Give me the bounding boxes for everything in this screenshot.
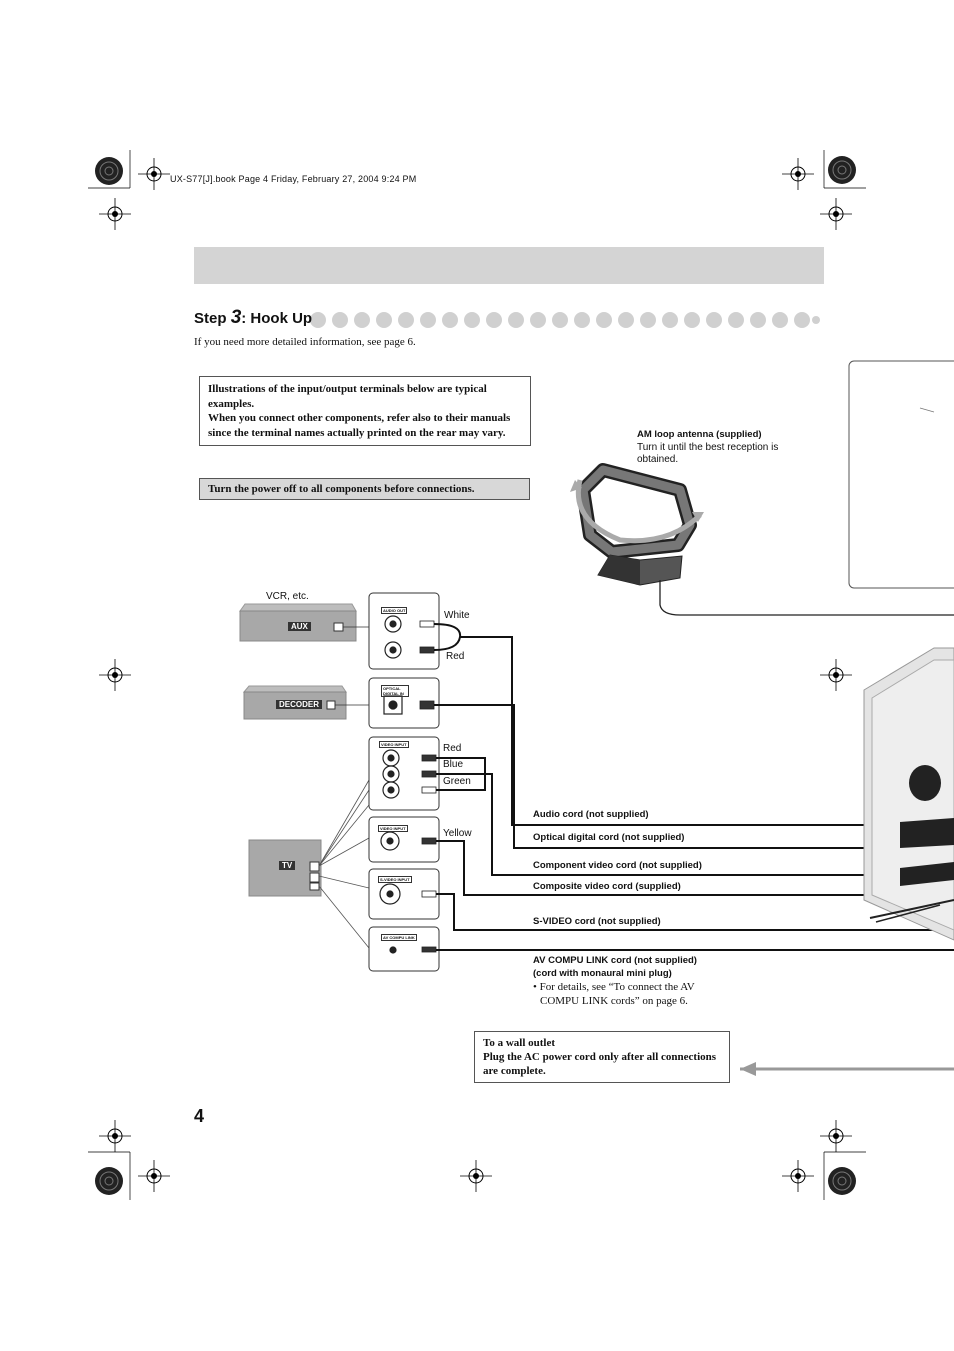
component-cord-label: Component video cord (not supplied)	[533, 860, 702, 871]
green-component-label: Green	[443, 776, 471, 787]
right-side-panel	[848, 360, 954, 589]
component-cord-line	[485, 773, 954, 876]
notice-line-1: Illustrations of the input/output termin…	[208, 383, 487, 410]
registration-mark-bottom-left	[88, 1119, 171, 1200]
yellow-plug-label: Yellow	[443, 828, 472, 839]
section-header-band	[194, 247, 824, 284]
page-number: 4	[194, 1106, 205, 1126]
aux-label: AUX	[288, 622, 311, 631]
notice-box: Illustrations of the input/output termin…	[199, 376, 531, 446]
step-prefix: Step	[194, 310, 227, 327]
optical-cord-label: Optical digital cord (not supplied)	[533, 832, 685, 843]
av-compu-terminal-label: AV COMPU LINK	[381, 934, 417, 941]
composite-cord-line	[436, 840, 954, 896]
red-plug-label: Red	[446, 651, 465, 662]
main-unit	[863, 647, 954, 941]
am-loop-antenna	[570, 463, 954, 616]
step-title: Step 3: Hook Up	[194, 307, 312, 329]
decoder-label: DECODER	[276, 700, 323, 709]
tv-label: TV	[279, 861, 296, 870]
registration-mark-top-left	[88, 150, 171, 231]
outlet-line-2: Plug the AC power cord only after all co…	[483, 1051, 717, 1077]
cords	[433, 623, 954, 951]
optical-terminal-label: OPTICAL DIGITAL IN	[381, 685, 409, 697]
composite-terminal-label: VIDEO INPUT	[378, 825, 408, 832]
intro-text: If you need more detailed information, s…	[194, 336, 416, 348]
antenna-desc: Turn it until the best reception is obta…	[637, 442, 779, 465]
step-title-text: : Hook Up	[241, 310, 313, 327]
registration-mark-right-mid	[819, 658, 853, 692]
terminal-jacks	[379, 615, 403, 954]
audio-cord-label: Audio cord (not supplied)	[533, 809, 649, 820]
registration-mark-bottom-right	[781, 1119, 866, 1200]
file-info-header: UX-S77[J].book Page 4 Friday, February 2…	[170, 174, 417, 184]
svideo-cord-line	[436, 893, 954, 931]
white-plug-label: White	[444, 610, 470, 621]
optical-cord-line	[434, 704, 954, 849]
tv-device	[248, 779, 370, 949]
av-compu-cord-sublabel: (cord with monaural mini plug)	[533, 968, 672, 979]
av-compu-cord-label: AV COMPU LINK cord (not supplied)	[533, 955, 697, 966]
svideo-terminal-label: S-VIDEO INPUT	[378, 876, 412, 883]
registration-mark-bottom-center	[459, 1159, 493, 1193]
audio-cord-line	[460, 636, 954, 826]
step-number: 3	[230, 307, 242, 328]
vcr-caption: VCR, etc.	[266, 591, 309, 602]
wall-outlet-box: To a wall outlet Plug the AC power cord …	[474, 1031, 730, 1083]
blue-component-label: Blue	[443, 759, 464, 770]
component-terminal-label: VIDEO INPUT	[379, 741, 409, 748]
registration-mark-left-mid	[98, 658, 132, 692]
av-compu-note-line-1: • For details, see “To connect the AV	[533, 981, 695, 993]
svideo-cord-label: S-VIDEO cord (not supplied)	[533, 916, 661, 927]
composite-cord-label: Composite video cord (supplied)	[533, 881, 681, 892]
warning-box: Turn the power off to all components bef…	[199, 478, 530, 500]
step-title-dots	[310, 312, 820, 328]
audio-out-terminal-label: AUDIO OUT	[381, 607, 408, 614]
antenna-title: AM loop antenna (supplied)	[637, 429, 762, 440]
registration-mark-top-right	[781, 150, 866, 231]
av-compu-note-line-2: COMPU LINK cords” on page 6.	[540, 995, 688, 1007]
notice-line-2: When you connect other components, refer…	[208, 412, 511, 439]
red-component-label: Red	[443, 743, 462, 754]
outlet-line-1: To a wall outlet	[483, 1037, 556, 1049]
